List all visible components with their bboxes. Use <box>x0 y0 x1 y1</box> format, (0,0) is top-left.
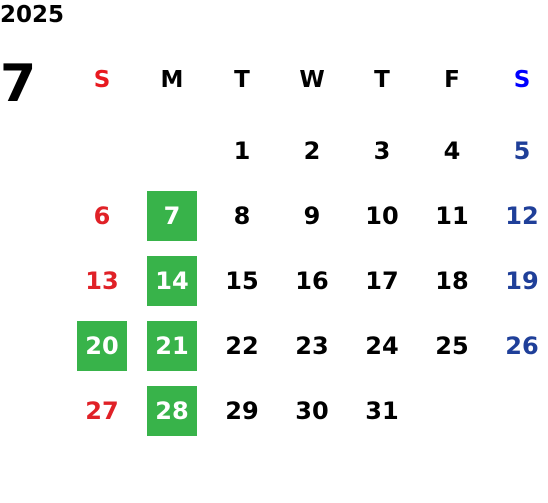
calendar-day-cell: 28 <box>137 378 207 443</box>
calendar-day: 30 <box>295 396 329 425</box>
weekday-thursday: T <box>374 67 390 93</box>
calendar-day: 24 <box>365 331 399 360</box>
calendar-day: 17 <box>365 266 399 295</box>
calendar-day: 1 <box>233 136 251 165</box>
calendar-day-cell: 17 <box>347 248 417 313</box>
calendar-day-cell: 23 <box>277 313 347 378</box>
calendar-day: 3 <box>373 136 391 165</box>
weekday-tuesday: T <box>234 67 250 93</box>
calendar-day: 10 <box>365 201 399 230</box>
calendar-day-cell: 10 <box>347 183 417 248</box>
weekday-header: S M T W T F S <box>67 62 548 98</box>
calendar-day-cell: 27 <box>67 378 137 443</box>
calendar-day-cell: 14 <box>137 248 207 313</box>
weekday-friday: F <box>444 67 460 93</box>
highlighted-day: 20 <box>77 320 127 371</box>
calendar-day-cell: 11 <box>417 183 487 248</box>
calendar-day: 29 <box>225 396 259 425</box>
calendar-day-cell: 6 <box>67 183 137 248</box>
calendar-day: 8 <box>233 201 251 230</box>
calendar-day-cell: 18 <box>417 248 487 313</box>
calendar-day-cell: 4 <box>417 118 487 183</box>
calendar-day-cell: 1 <box>207 118 277 183</box>
weekday-wednesday: W <box>299 67 325 93</box>
calendar-year: 2025 <box>0 2 65 28</box>
calendar-day: 23 <box>295 331 329 360</box>
calendar-day-cell: 30 <box>277 378 347 443</box>
calendar-day-cell: 5 <box>487 118 548 183</box>
calendar-day-cell: 3 <box>347 118 417 183</box>
calendar-day: 2 <box>303 136 321 165</box>
calendar-day: 25 <box>435 331 469 360</box>
calendar-day-cell: 16 <box>277 248 347 313</box>
calendar-day-cell: 29 <box>207 378 277 443</box>
calendar-day: 19 <box>505 266 539 295</box>
calendar-day-cell: 7 <box>137 183 207 248</box>
calendar-day: 5 <box>513 136 531 165</box>
calendar-day-cell: 20 <box>67 313 137 378</box>
calendar-day-cell: 19 <box>487 248 548 313</box>
calendar-day: 22 <box>225 331 259 360</box>
calendar-day: 6 <box>93 201 111 230</box>
calendar-day-cell: 26 <box>487 313 548 378</box>
calendar-day: 12 <box>505 201 539 230</box>
weekday-monday: M <box>160 67 184 93</box>
calendar-day: 9 <box>303 201 321 230</box>
calendar-day: 26 <box>505 331 539 360</box>
calendar-day: 31 <box>365 396 399 425</box>
weekday-sunday: S <box>93 67 111 93</box>
calendar-day: 27 <box>85 396 119 425</box>
calendar-day: 11 <box>435 201 469 230</box>
calendar-day-cell: 13 <box>67 248 137 313</box>
calendar-day-cell: 25 <box>417 313 487 378</box>
calendar-day-cell: 2 <box>277 118 347 183</box>
highlighted-day: 28 <box>147 385 197 436</box>
calendar-day-cell: 15 <box>207 248 277 313</box>
calendar-day-cell: 21 <box>137 313 207 378</box>
calendar-day: 18 <box>435 266 469 295</box>
highlighted-day: 21 <box>147 320 197 371</box>
calendar-day-cell: 12 <box>487 183 548 248</box>
calendar-day-cell: 9 <box>277 183 347 248</box>
weekday-saturday: S <box>513 67 531 93</box>
calendar-month: 7 <box>0 54 37 114</box>
calendar-day-cell: 24 <box>347 313 417 378</box>
calendar-day: 15 <box>225 266 259 295</box>
highlighted-day: 7 <box>147 190 197 241</box>
calendar-day-cell: 22 <box>207 313 277 378</box>
highlighted-day: 14 <box>147 255 197 306</box>
calendar-day: 16 <box>295 266 329 295</box>
calendar-day-cell: 8 <box>207 183 277 248</box>
calendar-day: 13 <box>85 266 119 295</box>
calendar-day-cell: 31 <box>347 378 417 443</box>
calendar-day: 4 <box>443 136 461 165</box>
